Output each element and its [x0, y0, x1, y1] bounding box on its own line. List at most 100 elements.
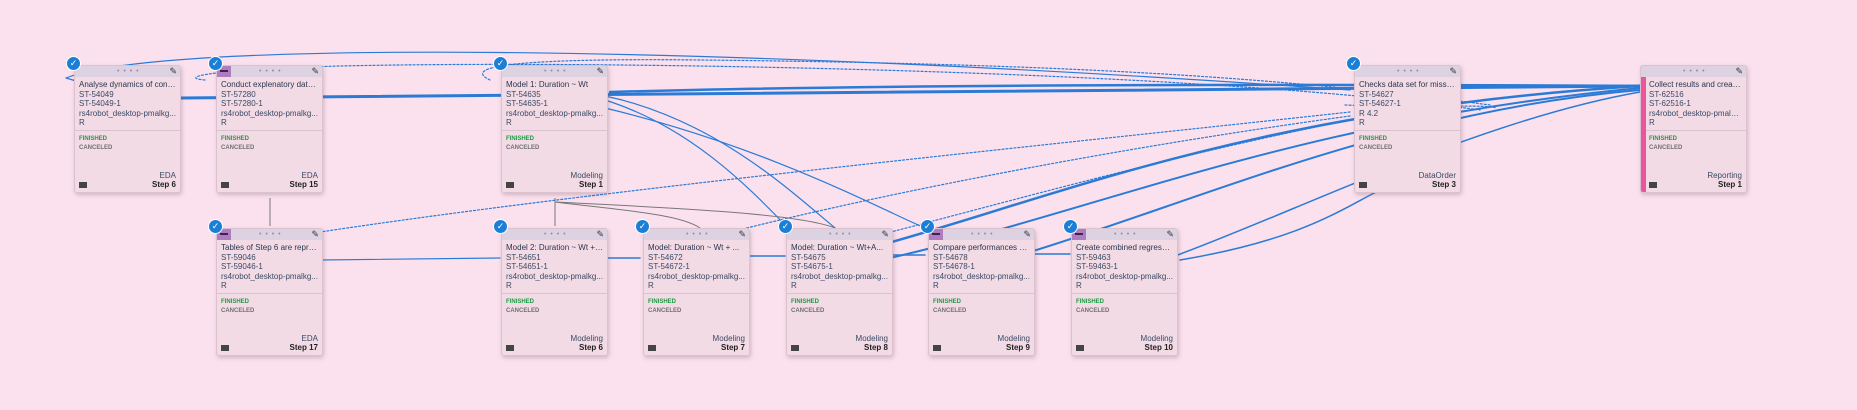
minus-icon[interactable] [932, 233, 940, 235]
pencil-icon[interactable]: ✎ [881, 229, 889, 239]
menu-icon[interactable] [933, 345, 941, 351]
node-title: Model 2: Duration ~ Wt + ... [506, 243, 603, 252]
menu-icon[interactable] [648, 345, 656, 351]
node-category: DataOrder [1418, 171, 1456, 180]
node-id: ST-54049 [79, 89, 114, 99]
pencil-icon[interactable]: ✎ [596, 66, 604, 76]
node-lang: R [1359, 118, 1365, 127]
check-icon[interactable]: ✓ [493, 56, 508, 71]
category-stripe [1641, 66, 1646, 192]
minus-icon[interactable] [220, 233, 228, 235]
status-canceled: CANCELED [506, 307, 540, 314]
status-block: FINISHED CANCELED [1641, 129, 1746, 153]
node-env: rs4robot_desktop-pmalkg... [221, 271, 318, 281]
menu-icon[interactable] [506, 182, 514, 188]
drag-dots-icon[interactable]: • • • • [686, 231, 709, 238]
pencil-icon[interactable]: ✎ [311, 229, 319, 239]
node-card[interactable]: • • • • ✎ Tables of Step 6 are repro... … [216, 228, 323, 356]
node-card[interactable]: • • • • ✎ Compare performances o... ST-5… [928, 228, 1035, 356]
check-icon[interactable]: ✓ [920, 219, 935, 234]
node-title: Checks data set for missin... [1359, 80, 1456, 89]
node-card[interactable]: • • • • ✎ Create combined regressi... ST… [1071, 228, 1178, 356]
node-id: ST-54678 [933, 252, 968, 262]
drag-dots-icon[interactable]: • • • • [1114, 231, 1137, 238]
node-subid: ST-59046-1 [221, 262, 263, 271]
node-step: Step 9 [1005, 343, 1030, 352]
wire [319, 257, 501, 261]
node-lang: R [506, 118, 512, 127]
node-category: Modeling [570, 334, 603, 343]
status-block: FINISHED CANCELED [217, 292, 322, 316]
node-step: Step 1 [1717, 180, 1742, 189]
drag-dots-icon[interactable]: • • • • [1397, 68, 1420, 75]
pencil-icon[interactable]: ✎ [1735, 66, 1743, 76]
node-title: Model 1: Duration ~ Wt [506, 80, 589, 89]
pencil-icon[interactable]: ✎ [311, 66, 319, 76]
wire [604, 107, 936, 233]
node-subid: ST-62516-1 [1649, 99, 1691, 108]
check-icon[interactable]: ✓ [778, 219, 793, 234]
status-finished: FINISHED [221, 135, 250, 142]
status-finished: FINISHED [506, 298, 535, 305]
node-card[interactable]: • • • • ✎ Model 1: Duration ~ Wt ST-5463… [501, 65, 608, 193]
node-env: rs4robot_desktop-pmalkg... [221, 108, 318, 118]
node-id: ST-54635 [506, 89, 541, 99]
menu-icon[interactable] [79, 182, 87, 188]
menu-icon[interactable] [506, 345, 514, 351]
drag-dots-icon[interactable]: • • • • [117, 68, 140, 75]
node-env: rs4robot_desktop-pmalkg... [1076, 271, 1173, 281]
drag-dots-icon[interactable]: • • • • [829, 231, 852, 238]
node-card[interactable]: • • • • ✎ Analyse dynamics of conc... ST… [74, 65, 181, 193]
pencil-icon[interactable]: ✎ [596, 229, 604, 239]
node-category: Modeling [1140, 334, 1173, 343]
node-lang: R [933, 281, 939, 290]
menu-icon[interactable] [221, 345, 229, 351]
node-title: Analyse dynamics of conc... [79, 80, 176, 89]
node-title: Collect results and create ... [1649, 80, 1742, 89]
node-card[interactable]: • • • • ✎ Checks data set for missin... … [1354, 65, 1461, 193]
menu-icon[interactable] [221, 182, 229, 188]
node-id: ST-54675 [791, 252, 826, 262]
menu-icon[interactable] [1359, 182, 1367, 188]
drag-dots-icon[interactable]: • • • • [544, 231, 567, 238]
card-header: • • • • ✎ [1072, 229, 1177, 240]
menu-icon[interactable] [1076, 345, 1084, 351]
wire [482, 59, 1491, 106]
minus-icon[interactable] [220, 70, 228, 72]
node-card[interactable]: • • • • ✎ Conduct explenatory data... ST… [216, 65, 323, 193]
wire [868, 84, 1642, 250]
status-finished: FINISHED [506, 135, 535, 142]
drag-dots-icon[interactable]: • • • • [259, 231, 282, 238]
drag-dots-icon[interactable]: • • • • [971, 231, 994, 238]
drag-dots-icon[interactable]: • • • • [259, 68, 282, 75]
node-card[interactable]: • • • • ✎ Model: Duration ~ Wt+A... ST-5… [786, 228, 893, 356]
status-canceled: CANCELED [221, 307, 255, 314]
menu-icon[interactable] [1649, 182, 1657, 188]
status-finished: FINISHED [221, 298, 250, 305]
check-icon[interactable]: ✓ [1346, 56, 1361, 71]
node-lang: R [221, 281, 227, 290]
node-card[interactable]: • • • • ✎ Model 2: Duration ~ Wt + ... S… [501, 228, 608, 356]
pencil-icon[interactable]: ✎ [1166, 229, 1174, 239]
check-icon[interactable]: ✓ [493, 219, 508, 234]
check-icon[interactable]: ✓ [208, 219, 223, 234]
node-lang: R [648, 281, 654, 290]
node-id: ST-54651 [506, 252, 541, 262]
minus-icon[interactable] [1075, 233, 1083, 235]
status-canceled: CANCELED [933, 307, 967, 314]
pencil-icon[interactable]: ✎ [1449, 66, 1457, 76]
check-icon[interactable]: ✓ [1063, 219, 1078, 234]
check-icon[interactable]: ✓ [635, 219, 650, 234]
status-finished: FINISHED [933, 298, 962, 305]
pencil-icon[interactable]: ✎ [738, 229, 746, 239]
node-subid: ST-54651-1 [506, 262, 548, 271]
pencil-icon[interactable]: ✎ [169, 66, 177, 76]
drag-dots-icon[interactable]: • • • • [1683, 68, 1706, 75]
check-icon[interactable]: ✓ [208, 56, 223, 71]
node-card[interactable]: • • • • ✎ Collect results and create ...… [1640, 65, 1747, 193]
drag-dots-icon[interactable]: • • • • [544, 68, 567, 75]
menu-icon[interactable] [791, 345, 799, 351]
node-card[interactable]: • • • • ✎ Model: Duration ~ Wt + ... ST-… [643, 228, 750, 356]
pencil-icon[interactable]: ✎ [1023, 229, 1031, 239]
check-icon[interactable]: ✓ [66, 56, 81, 71]
